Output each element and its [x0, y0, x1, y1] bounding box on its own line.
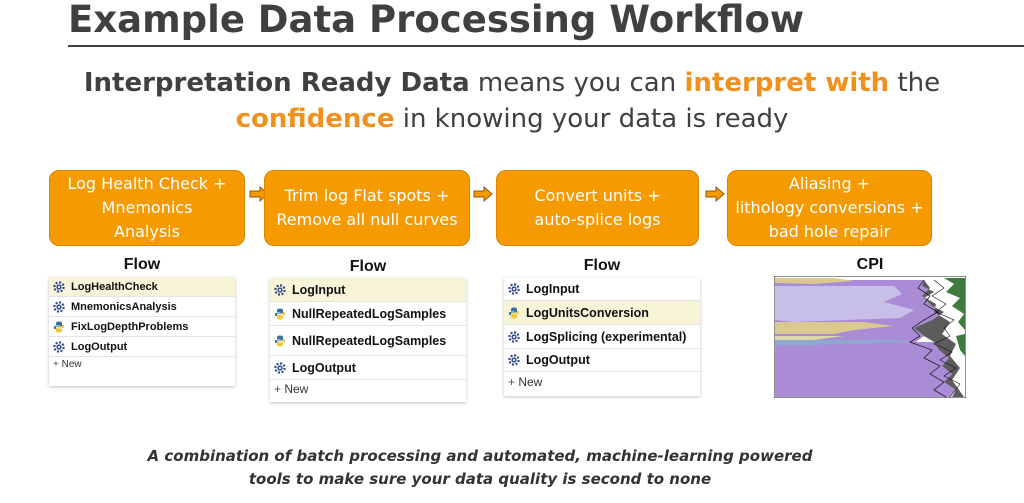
subtitle-emphasis: Interpretation Ready Data	[83, 68, 470, 98]
new-label: New	[284, 382, 309, 396]
gear-icon	[53, 300, 65, 313]
step-4-line: bad hole repair	[768, 222, 891, 241]
step-4-line: lithology conversions +	[735, 198, 924, 217]
step-1-line: Analysis	[114, 222, 180, 241]
flow-item-label: LogUnitsConversion	[526, 305, 649, 320]
flow-item-log-health-check[interactable]: LogHealthCheck	[49, 277, 235, 297]
flow-item-log-output[interactable]: LogOutput	[504, 349, 700, 372]
flow-item-log-splicing[interactable]: LogSplicing (experimental)	[504, 325, 700, 349]
step-4-line: Aliasing +	[788, 174, 871, 193]
python-icon	[508, 307, 520, 318]
arrow-right-icon	[473, 186, 493, 202]
python-icon	[274, 335, 286, 346]
gear-icon	[508, 330, 520, 343]
step-2-line: Trim log Flat spots +	[284, 186, 450, 205]
plus-icon: +	[53, 359, 62, 370]
flow-panel-3: LogInput LogUnitsConversion LogSplicing …	[504, 278, 700, 396]
flow-item-log-units-conversion[interactable]: LogUnitsConversion	[504, 301, 700, 325]
arrow-right-icon	[705, 186, 725, 202]
step-box-4: Aliasing + lithology conversions + bad h…	[727, 170, 932, 246]
cpi-heading: CPI	[856, 256, 884, 273]
new-label: New	[61, 359, 82, 370]
flow-item-mnemonics-analysis[interactable]: MnemonicsAnalysis	[49, 297, 235, 317]
step-3-line: Convert units +	[534, 186, 661, 205]
subtitle-line-1: Interpretation Ready Data means you can …	[0, 68, 1024, 98]
gear-icon	[274, 283, 286, 296]
flow-panel-1: LogHealthCheck MnemonicsAnalysis FixLogD…	[49, 277, 235, 386]
step-3-line: auto-splice logs	[534, 210, 661, 229]
plus-icon: +	[508, 375, 519, 389]
flow-heading: Flow	[583, 257, 621, 274]
flow-item-label: LogInput	[292, 282, 346, 297]
flow-heading: Flow	[123, 256, 161, 273]
subtitle-accent: confidence	[235, 104, 395, 134]
flow-item-log-input[interactable]: LogInput	[270, 278, 466, 302]
flow-item-label: LogInput	[526, 282, 580, 296]
step-box-1: Log Health Check + Mnemonics Analysis	[49, 170, 245, 246]
flow-item-label: LogOutput	[526, 353, 590, 367]
new-label: New	[518, 375, 543, 389]
flow-item-log-output[interactable]: LogOutput	[270, 356, 466, 380]
subtitle-text: means you can	[469, 68, 685, 98]
footer-caption: A combination of batch processing and au…	[0, 445, 960, 491]
subtitle-line-2: confidence in knowing your data is ready	[0, 104, 1024, 134]
step-box-2: Trim log Flat spots + Remove all null cu…	[264, 170, 470, 246]
gear-icon	[508, 354, 520, 366]
flow-panel-2: LogInput NullRepeatedLogSamples NullRepe…	[270, 278, 466, 402]
flow-item-label: NullRepeatedLogSamples	[292, 333, 447, 348]
page-title: Example Data Processing Workflow	[68, 0, 805, 41]
step-2-line: Remove all null curves	[276, 210, 458, 229]
flow-item-label: MnemonicsAnalysis	[71, 300, 177, 313]
flow-item-fix-log-depth-problems[interactable]: FixLogDepthProblems	[49, 317, 235, 337]
step-1-line: Log Health Check +	[67, 174, 227, 193]
new-item-button[interactable]: + New	[508, 375, 542, 389]
python-icon	[53, 321, 65, 332]
python-icon	[274, 308, 286, 319]
gear-icon	[53, 280, 65, 293]
flow-item-log-output[interactable]: LogOutput	[49, 337, 235, 357]
footer-line-2: tools to make sure your data quality is …	[248, 470, 712, 488]
gear-icon	[508, 283, 520, 295]
new-item-button[interactable]: + New	[274, 382, 308, 396]
flow-item-null-repeated-log-samples[interactable]: NullRepeatedLogSamples	[270, 326, 466, 356]
flow-item-log-input[interactable]: LogInput	[504, 278, 700, 301]
step-1-line: Mnemonics	[101, 198, 193, 217]
flow-item-label: FixLogDepthProblems	[71, 320, 189, 333]
flow-item-label: NullRepeatedLogSamples	[292, 306, 447, 321]
footer-line-1: A combination of batch processing and au…	[147, 447, 813, 465]
subtitle-text: the	[889, 68, 941, 98]
flow-item-null-repeated-log-samples[interactable]: NullRepeatedLogSamples	[270, 302, 466, 326]
flow-item-label: LogSplicing (experimental)	[526, 329, 687, 344]
flow-item-label: LogOutput	[292, 360, 356, 375]
plus-icon: +	[274, 382, 285, 396]
title-divider	[68, 45, 1024, 47]
gear-icon	[274, 361, 286, 374]
flow-item-label: LogHealthCheck	[71, 280, 158, 293]
flow-item-label: LogOutput	[71, 340, 128, 353]
gear-icon	[53, 340, 65, 353]
subtitle-accent: interpret with	[684, 68, 890, 98]
step-box-3: Convert units + auto-splice logs	[496, 170, 699, 246]
flow-heading: Flow	[349, 258, 387, 275]
new-item-button[interactable]: + New	[53, 359, 82, 370]
cpi-log-image	[774, 276, 966, 398]
subtitle-text: in knowing your data is ready	[394, 104, 789, 134]
